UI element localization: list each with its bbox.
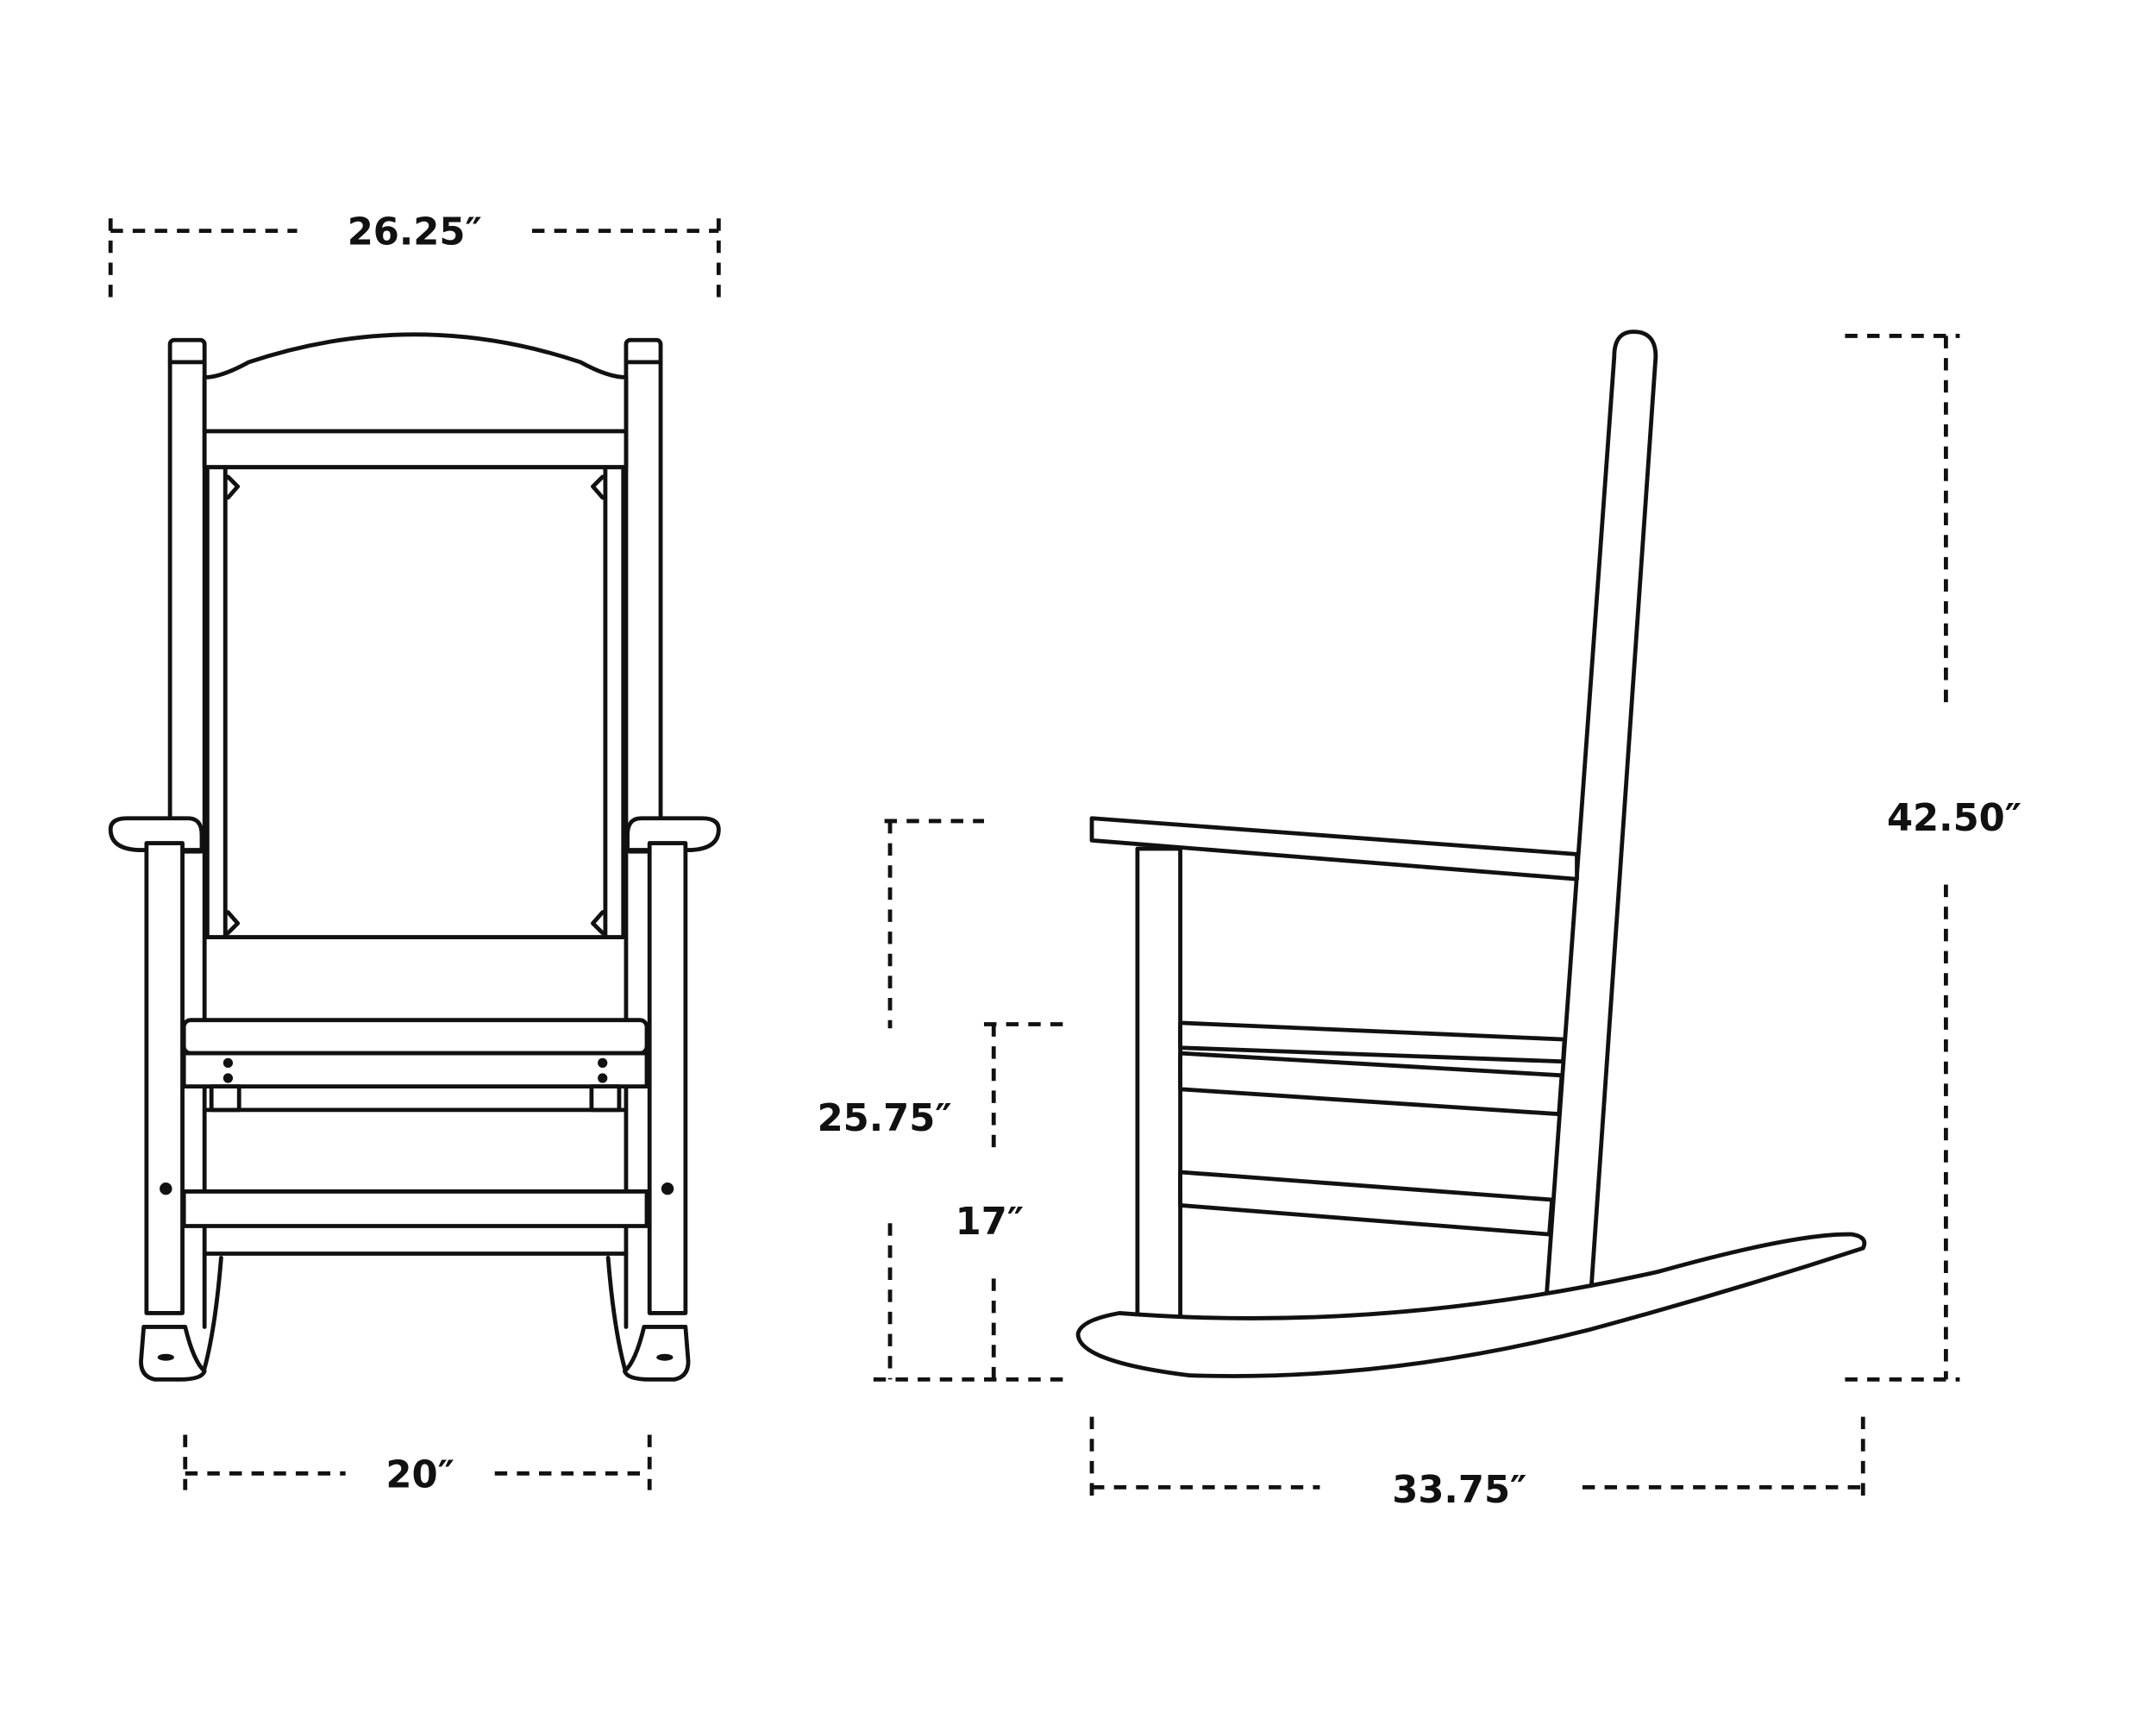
arm-height-dimension: 25.75″ (818, 819, 985, 1380)
front-view: 26.25″ 20″ (108, 211, 721, 1496)
back-panel (222, 465, 608, 939)
overall-depth-label: 33.75″ (1392, 1469, 1526, 1512)
right-front-leg (647, 841, 688, 1315)
right-back-post (624, 337, 663, 854)
arm-height-label: 25.75″ (818, 1097, 952, 1140)
seat-height-dimension: 17″ (873, 1022, 1064, 1382)
seat-width-dimension: 20″ (183, 1434, 652, 1496)
front-stretcher (181, 1189, 649, 1228)
right-rocker-foot (622, 1325, 691, 1382)
overall-height-dimension: 42.50″ (1845, 334, 2021, 1382)
upper-back-rail (202, 429, 629, 470)
overall-width-label: 26.25″ (348, 211, 482, 254)
overall-height-label: 42.50″ (1887, 797, 2021, 840)
seat-width-label: 20″ (385, 1453, 454, 1496)
seat-front (181, 1018, 649, 1056)
left-front-leg (144, 841, 185, 1315)
crest-rail (202, 332, 629, 434)
side-front-leg (1135, 846, 1182, 1327)
side-view: 42.50″ 25.75″ 17″ 33.75″ (818, 329, 2021, 1512)
left-rocker-foot (139, 1325, 207, 1382)
side-rocker (1075, 1232, 1867, 1378)
seat-apron (181, 1051, 649, 1089)
side-armrest (1089, 816, 1579, 881)
left-back-post (167, 337, 207, 854)
seat-height-label: 17″ (956, 1201, 1025, 1244)
side-stretcher (1178, 1170, 1555, 1237)
side-seat-slat-1 (1178, 1020, 1567, 1064)
side-seat-slat-2 (1178, 1051, 1564, 1117)
overall-width-dimension: 26.25″ (108, 211, 721, 307)
overall-depth-dimension: 33.75″ (1089, 1416, 1865, 1512)
side-back-post (1543, 329, 1658, 1319)
